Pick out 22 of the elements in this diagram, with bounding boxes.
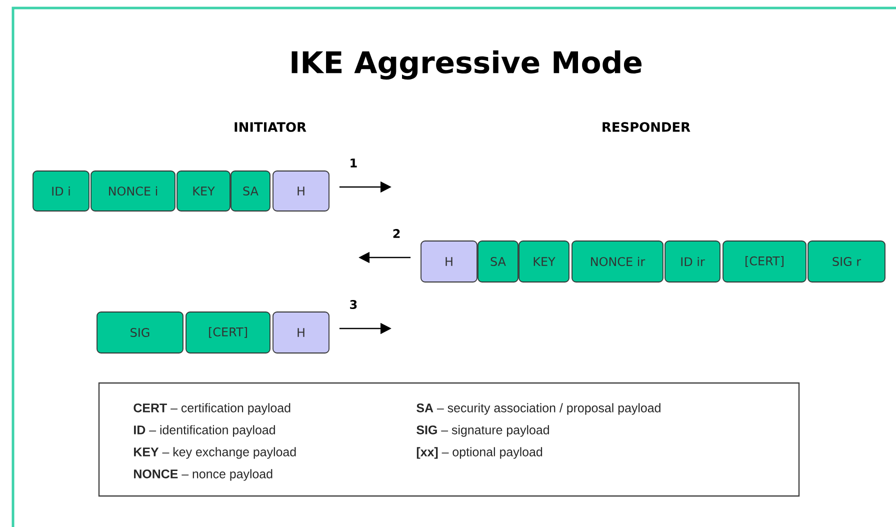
key-box: CERT – certification payload ID – identification payload KEY – key exchange payload NONCE – nonce payload SA – security association / proposal payload SIG – signature payload [xx] – optional payload	[98, 382, 800, 497]
title: IKE Aggressive Mode	[292, 50, 642, 80]
payload-box: H	[272, 170, 330, 212]
payload-box: KEY	[518, 240, 570, 282]
payload-box: SIG r	[808, 240, 886, 282]
payload-box: SIG	[96, 312, 184, 354]
step-number: 1	[350, 158, 357, 168]
payload-box: H	[272, 312, 330, 354]
payload-box: KEY	[176, 170, 230, 212]
column-heading: INITIATOR	[234, 122, 306, 132]
payload-box: NONCE ir	[572, 240, 664, 282]
payload-box: [CERT]	[722, 240, 806, 282]
step-number: 3	[350, 300, 357, 310]
payload-box: [CERT]	[186, 312, 270, 354]
payload-box: ID i	[32, 170, 90, 212]
payload-box: ID ir	[664, 240, 720, 282]
payload-box: H	[420, 240, 478, 282]
payload-box: NONCE i	[90, 170, 176, 212]
step-number: 2	[393, 229, 400, 238]
payload-box: SA	[478, 240, 518, 282]
payload-box: SA	[230, 170, 270, 212]
column-heading: RESPONDER	[602, 122, 690, 132]
